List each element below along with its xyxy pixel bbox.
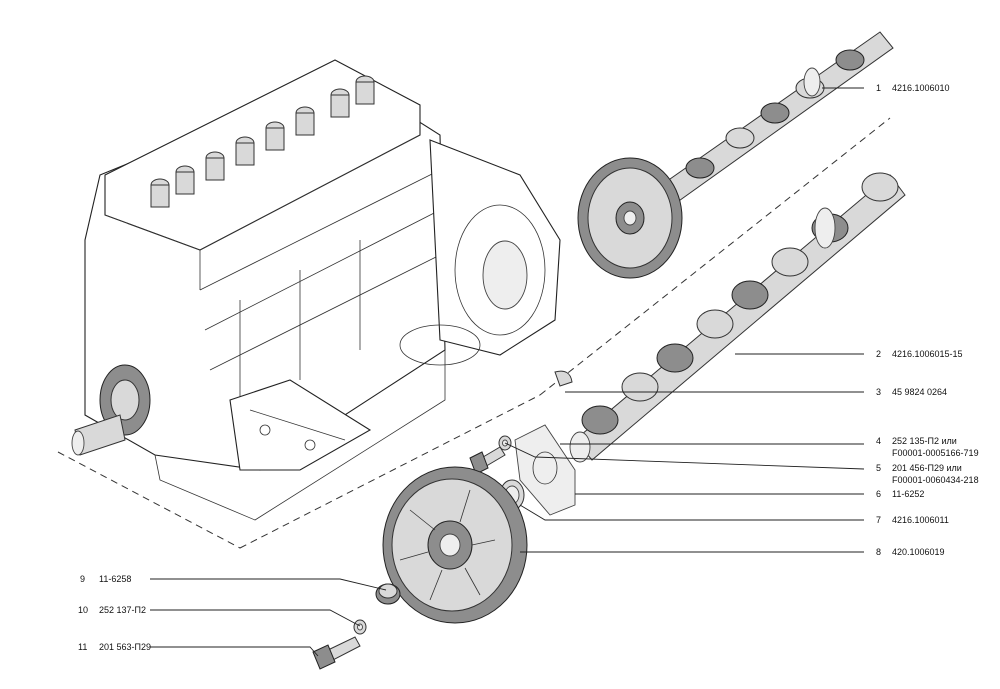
label-code-4b: F00001-0005166-719 <box>892 448 979 458</box>
label-num-11: 11 <box>78 642 87 652</box>
label-code-6: 11-6252 <box>892 489 924 499</box>
label-code-8: 420.1006019 <box>892 547 945 557</box>
engine-block-illustration <box>71 59 561 521</box>
label-num-4: 4 <box>876 436 881 446</box>
camshaft-gear-exploded <box>382 466 528 624</box>
label-code-9: 11-6258 <box>99 574 131 584</box>
label-num-9: 9 <box>80 574 85 584</box>
thrust-flange <box>514 424 576 516</box>
label-num-5: 5 <box>876 463 881 473</box>
camshaft-assembly-upper <box>577 31 894 279</box>
label-code-3: 45 9824 0264 <box>892 387 947 397</box>
part-labels: 1 4216.1006010 2 4216.1006015-15 3 45 98… <box>78 83 979 652</box>
camshaft-exploded <box>569 172 906 463</box>
label-num-6: 6 <box>876 489 881 499</box>
label-num-8: 8 <box>876 547 881 557</box>
label-code-1: 4216.1006010 <box>892 83 950 93</box>
label-num-10: 10 <box>78 605 88 615</box>
label-code-11: 201 563-П29 <box>99 642 151 652</box>
label-code-7: 4216.1006011 <box>892 515 949 525</box>
label-num-7: 7 <box>876 515 881 525</box>
label-num-1: 1 <box>876 83 881 93</box>
dashed-group-boundary <box>57 117 891 549</box>
label-code-4a: 252 135-П2 или <box>892 436 957 446</box>
label-num-2: 2 <box>876 349 881 359</box>
label-code-5b: F00001-0060434-218 <box>892 475 979 485</box>
woodruff-key <box>554 370 573 387</box>
label-code-2: 4216.1006015-15 <box>892 349 963 359</box>
label-code-5a: 201 456-П29 или <box>892 463 962 473</box>
label-num-3: 3 <box>876 387 881 397</box>
label-code-10: 252 137-П2 <box>99 605 146 615</box>
leader-lines <box>150 87 865 657</box>
